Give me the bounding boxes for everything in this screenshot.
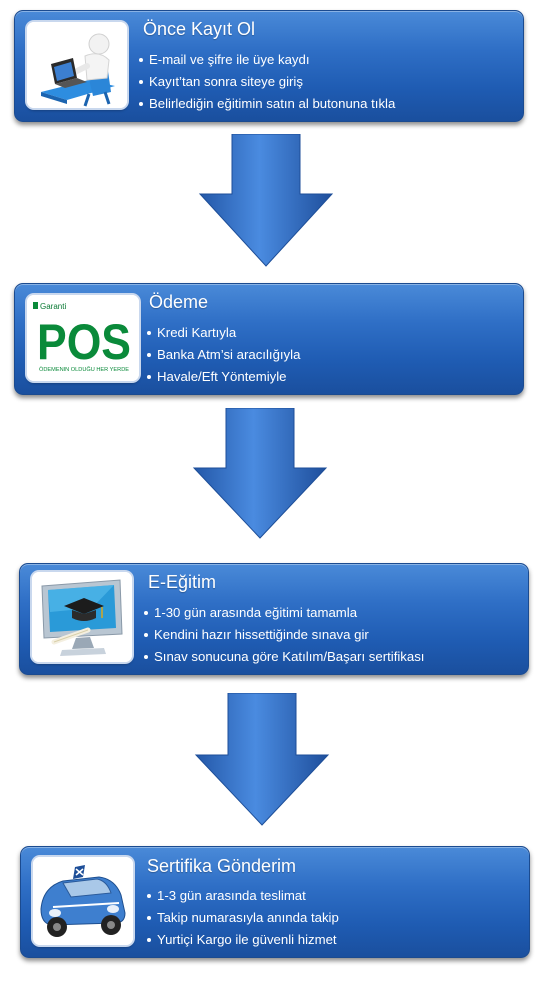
list-item: Havale/Eft Yöntemiyle: [147, 366, 300, 388]
list-item: E-mail ve şifre ile üye kaydı: [139, 49, 395, 71]
list-item: 1-3 gün arasında teslimat: [147, 885, 339, 907]
step-title-payment: Ödeme: [149, 292, 209, 312]
step-register: Önce Kayıt Ol E-mail ve şifre ile üye ka…: [14, 10, 524, 122]
list-item: Kayıt’tan sonra siteye giriş: [139, 71, 395, 93]
computer-user-icon: [27, 22, 127, 108]
step-title-register: Önce Kayıt Ol: [143, 19, 256, 39]
garanti-pos-logo: Garanti POS ÖDEMENIN OLDUĞU HER YERDE: [27, 295, 139, 381]
flow-arrow-3: [194, 693, 330, 826]
monitor-graduation-icon: [32, 572, 132, 662]
flow-arrow-1: [198, 134, 334, 267]
list-item: Yurtiçi Kargo ile güvenli hizmet: [147, 929, 339, 951]
list-item: Kredi Kartıyla: [147, 322, 300, 344]
list-item: Sınav sonucuna göre Katılım/Başarı serti…: [144, 646, 424, 668]
thumb-certificate-delivery: [33, 857, 133, 945]
thumb-payment: Garanti POS ÖDEMENIN OLDUĞU HER YERDE: [27, 295, 139, 381]
step-list-certificate-delivery: 1-3 gün arasında teslimat Takip numarası…: [147, 885, 339, 951]
list-item: Belirlediğin eğitimin satın al butonuna …: [139, 93, 395, 115]
step-title-certificate-delivery: Sertifika Gönderim: [147, 856, 297, 876]
list-item: Banka Atm’si aracılığıyla: [147, 344, 300, 366]
list-item: Kendini hazır hissettiğinde sınava gir: [144, 624, 424, 646]
step-payment: Garanti POS ÖDEMENIN OLDUĞU HER YERDE Öd…: [14, 283, 524, 395]
step-e-learning: E-Eğitim 1-30 gün arasında eğitimi tamam…: [19, 563, 529, 675]
logo-bank: Garanti: [40, 302, 66, 311]
step-list-payment: Kredi Kartıyla Banka Atm’si aracılığıyla…: [147, 322, 300, 388]
step-title-e-learning: E-Eğitim: [148, 572, 217, 592]
list-item: 1-30 gün arasında eğitimi tamamla: [144, 602, 424, 624]
step-list-e-learning: 1-30 gün arasında eğitimi tamamla Kendin…: [144, 602, 424, 668]
step-certificate-delivery: Sertifika Gönderim 1-3 gün arasında tesl…: [20, 846, 530, 958]
logo-slogan: ÖDEMENIN OLDUĞU HER YERDE: [39, 366, 130, 373]
thumb-e-learning: [32, 572, 132, 662]
delivery-car-icon: [33, 857, 133, 945]
thumb-register: [27, 22, 127, 108]
step-list-register: E-mail ve şifre ile üye kaydı Kayıt’tan …: [139, 49, 395, 115]
flow-arrow-2: [192, 408, 328, 539]
logo-brand: POS: [37, 314, 131, 370]
list-item: Takip numarasıyla anında takip: [147, 907, 339, 929]
